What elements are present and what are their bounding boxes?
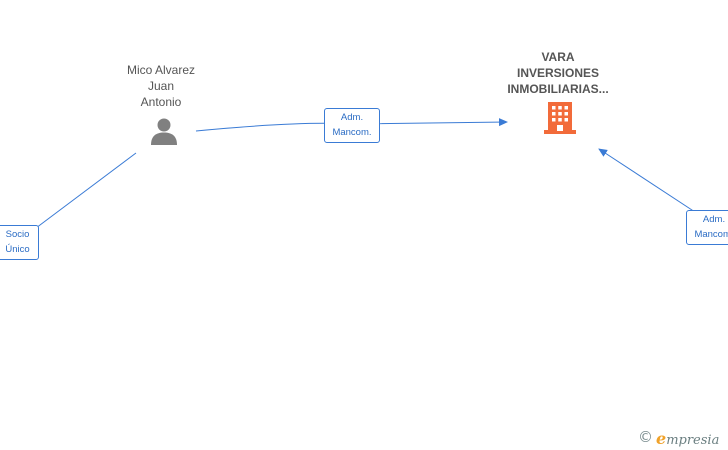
relation-label: Único [5, 244, 30, 255]
relation-socio-unico[interactable]: Socio Único [0, 225, 39, 260]
copyright-icon: © [638, 428, 653, 446]
company-name[interactable]: VARA INVERSIONES INMOBILIARIAS... [490, 49, 626, 97]
relation-adm-mancom-right[interactable]: Adm. Mancom. [686, 210, 728, 245]
person-name-line: Juan [147, 79, 175, 93]
company-name-line: VARA [541, 50, 575, 64]
relation-label: Socio [5, 229, 30, 240]
person-icon[interactable] [149, 116, 179, 146]
person-name-line: Antonio [140, 95, 182, 109]
brand-name: mpresia [666, 433, 720, 448]
relation-label: Adm. [340, 112, 364, 123]
relation-label: Adm. [702, 214, 726, 225]
building-icon[interactable] [543, 101, 577, 135]
relation-label: Mancom. [694, 229, 728, 240]
brand-logo: empresia [656, 429, 719, 448]
footer-brand: © empresia [638, 428, 728, 448]
company-name-line: INMOBILIARIAS... [507, 82, 609, 96]
relation-label: Mancom. [332, 127, 372, 138]
edge-external-to-company [598, 148, 696, 213]
brand-initial: e [656, 429, 667, 448]
edge-person-socio [35, 152, 137, 229]
person-name[interactable]: Mico Alvarez Juan Antonio [106, 62, 216, 110]
company-name-line: INVERSIONES [516, 66, 600, 80]
person-name-line: Mico Alvarez [126, 63, 196, 77]
relation-adm-mancom-center[interactable]: Adm. Mancom. [324, 108, 380, 143]
